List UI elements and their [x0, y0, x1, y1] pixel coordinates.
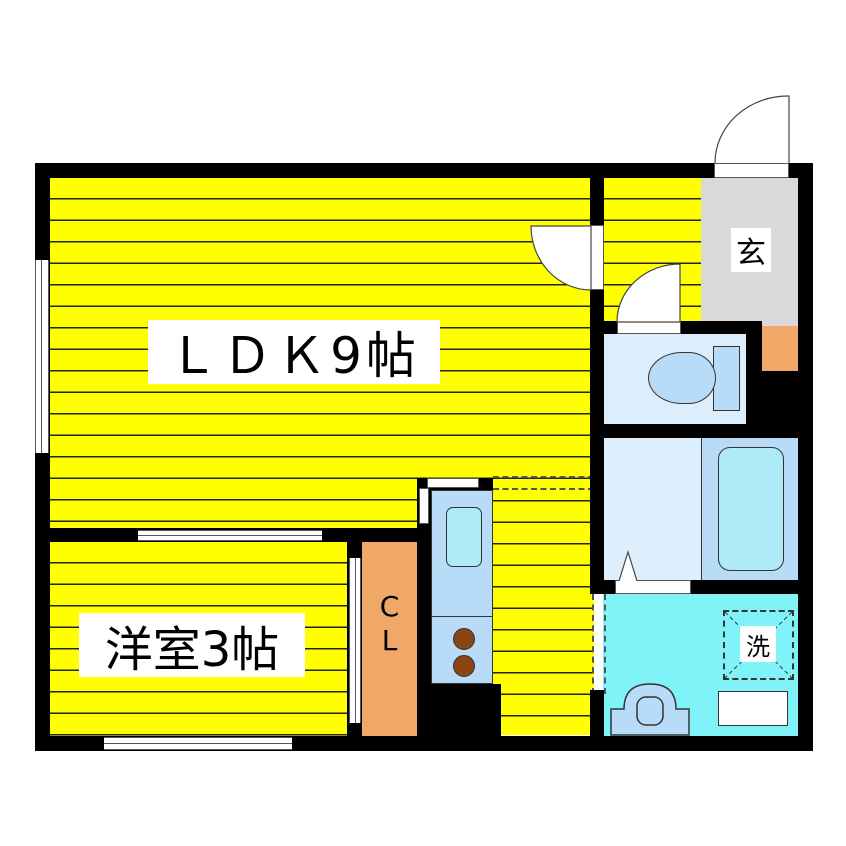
ldk-door-frame[interactable] [590, 225, 604, 290]
bath-door-fold[interactable] [617, 550, 639, 582]
washroom-cabinet [718, 691, 788, 726]
wall-closet-kitchen [417, 478, 431, 750]
entrance-door-swing[interactable] [714, 94, 790, 164]
toilet-bowl [648, 352, 716, 404]
shoe-cabinet [762, 326, 798, 371]
stove-divider [431, 616, 493, 617]
entrance-label: 玄 [731, 228, 771, 272]
wall-right [798, 163, 813, 751]
western-room-label: 洋室3帖 [79, 613, 305, 678]
western-room-window-bottom[interactable] [104, 737, 292, 750]
hallway-floor [603, 178, 701, 321]
stove-burner-1 [453, 628, 475, 650]
wall-washroom-stub [590, 690, 604, 750]
ldk-window-left[interactable] [35, 260, 49, 453]
kitchen-door-frame-side[interactable] [419, 488, 429, 524]
kitchen-sink [446, 507, 482, 567]
wall-left [35, 163, 50, 751]
washing-machine-space [723, 610, 794, 680]
wall-toilet-bath [590, 424, 798, 438]
closet-label-c: C [379, 590, 400, 623]
stove-burner-2 [453, 655, 475, 677]
closet-label: C L [362, 590, 417, 658]
toilet-tank [713, 346, 740, 411]
closet-label-l: L [381, 624, 398, 657]
ldk-door-swing[interactable] [530, 225, 592, 291]
kitchen-dashed-line [493, 476, 594, 490]
laundry-label: 洗 [740, 626, 776, 662]
bath-door-frame[interactable] [615, 580, 691, 594]
washbasin [610, 683, 690, 736]
wall-kitchen-bottom [431, 684, 501, 736]
western-room-sliding-door[interactable] [138, 530, 322, 541]
closet [362, 542, 417, 736]
toilet-door-swing[interactable] [616, 263, 682, 323]
closet-door[interactable] [349, 558, 361, 723]
bathtub [718, 447, 784, 571]
ldk-label: ＬＤＫ9帖 [148, 320, 440, 385]
kitchen-door-frame-top[interactable] [427, 478, 479, 488]
entrance-door-frame[interactable] [714, 163, 789, 178]
washroom-dashed-line [592, 594, 606, 694]
kitchen-corridor-floor [490, 480, 594, 735]
wall-top [35, 163, 813, 178]
